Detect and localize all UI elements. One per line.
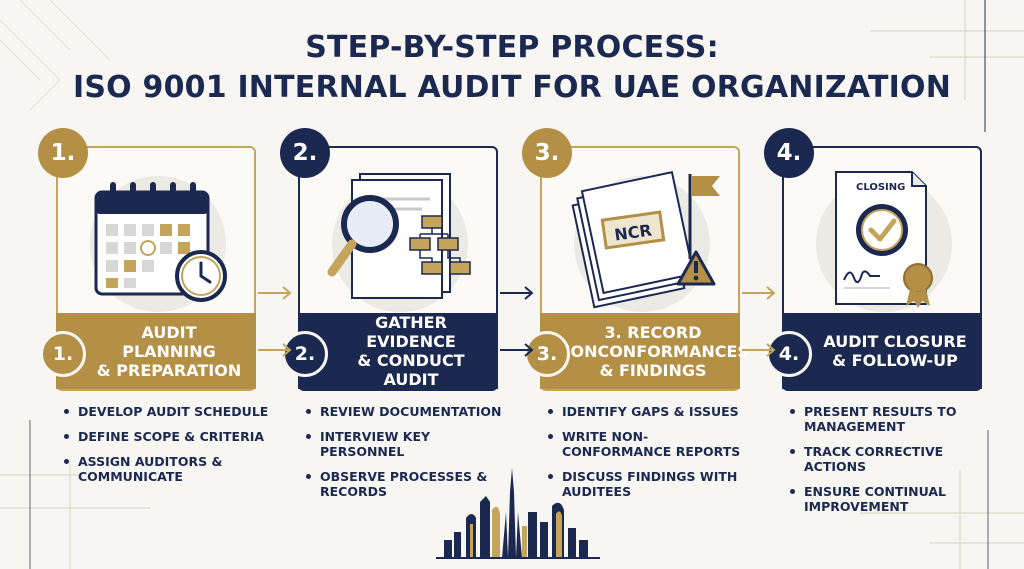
step-2-bullet-list: REVIEW DOCUMENTATION INTERVIEW KEY PERSO… <box>304 404 514 509</box>
list-item: ENSURE CONTINUAL IMPROVEMENT <box>788 484 998 514</box>
corner-decoration-top-left <box>0 0 111 110</box>
step-3-band-number: 3. <box>524 331 570 377</box>
step-2-title-band: GATHER EVIDENCE & CONDUCT AUDIT <box>298 313 498 389</box>
step-4-number-badge: 4. <box>764 128 814 178</box>
step-1-number-badge: 1. <box>38 128 88 178</box>
step-1-title-band: AUDIT PLANNING & PREPARATION <box>56 313 256 389</box>
step-2-card <box>298 146 498 391</box>
list-item: TRACK CORRECTIVE ACTIONS <box>788 444 998 474</box>
step-4-title-line: AUDIT CLOSURE <box>823 332 967 351</box>
arrow-right-icon <box>500 343 534 357</box>
corner-decoration-bottom-left <box>0 420 150 569</box>
list-item: ASSIGN AUDITORS & COMMUNICATE <box>62 454 272 484</box>
corner-decoration-top-right <box>870 0 1024 132</box>
step-4-bullet-list: PRESENT RESULTS TO MANAGEMENT TRACK CORR… <box>788 404 998 524</box>
arrow-right-icon <box>742 343 776 357</box>
dubai-skyline-icon <box>436 468 600 559</box>
step-1-band-number: 1. <box>40 331 86 377</box>
list-item: INTERVIEW KEY PERSONNEL <box>304 429 514 459</box>
step-2-band-number: 2. <box>282 331 328 377</box>
list-item: IDENTIFY GAPS & ISSUES <box>546 404 756 419</box>
page-title-line-2: ISO 9001 INTERNAL AUDIT FOR UAE ORGANIZA… <box>72 70 952 105</box>
step-3-title-line: 3. RECORD <box>604 322 702 342</box>
step-4-band-number: 4. <box>766 331 812 377</box>
list-item: WRITE NON-CONFORMANCE REPORTS <box>546 429 756 459</box>
step-3-title-line: & FINDINGS <box>599 360 707 380</box>
page-title-line-1: STEP-BY-STEP PROCESS: <box>305 30 719 65</box>
closing-document-label: CLOSING <box>856 182 905 193</box>
calendar-clock-icon <box>90 176 227 312</box>
step-3-title-band: 3. RECORD NONCONFORMANCES & FINDINGS <box>540 313 749 389</box>
step-2-number-badge: 2. <box>280 128 330 178</box>
list-item: DISCUSS FINDINGS WITH AUDITEES <box>546 469 756 499</box>
step-2-title-line: & CONDUCT AUDIT <box>357 351 465 389</box>
check-seal-icon <box>843 204 933 308</box>
warning-flag-icon <box>676 174 720 286</box>
list-item: DEVELOP AUDIT SCHEDULE <box>62 404 272 419</box>
step-3-bullet-list: IDENTIFY GAPS & ISSUES WRITE NON-CONFORM… <box>546 404 756 509</box>
arrow-right-icon <box>500 286 534 300</box>
arrow-right-icon <box>742 286 776 300</box>
step-4-title-line: & FOLLOW-UP <box>832 351 958 370</box>
step-1-title-line: & PREPARATION <box>96 360 242 380</box>
step-3-title-line: NONCONFORMANCES <box>557 341 749 361</box>
step-4-title-band: AUDIT CLOSURE & FOLLOW-UP <box>782 313 982 389</box>
arrow-right-icon <box>258 286 292 300</box>
list-item: DEFINE SCOPE & CRITERIA <box>62 429 272 444</box>
step-1-title-line: AUDIT PLANNING <box>122 322 216 361</box>
corner-decoration-bottom-right <box>860 430 1024 569</box>
document-magnifier-flowchart-icon <box>327 173 471 312</box>
step-1-bullet-list: DEVELOP AUDIT SCHEDULE DEFINE SCOPE & CR… <box>62 404 272 494</box>
arrow-right-icon <box>258 343 292 357</box>
list-item: REVIEW DOCUMENTATION <box>304 404 514 419</box>
step-3-number-badge: 3. <box>522 128 572 178</box>
ncr-warning-flag-icon <box>571 170 710 312</box>
step-2-title-line: GATHER EVIDENCE <box>366 313 456 351</box>
list-item: PRESENT RESULTS TO MANAGEMENT <box>788 404 998 434</box>
list-item: OBSERVE PROCESSES & RECORDS <box>304 469 514 499</box>
